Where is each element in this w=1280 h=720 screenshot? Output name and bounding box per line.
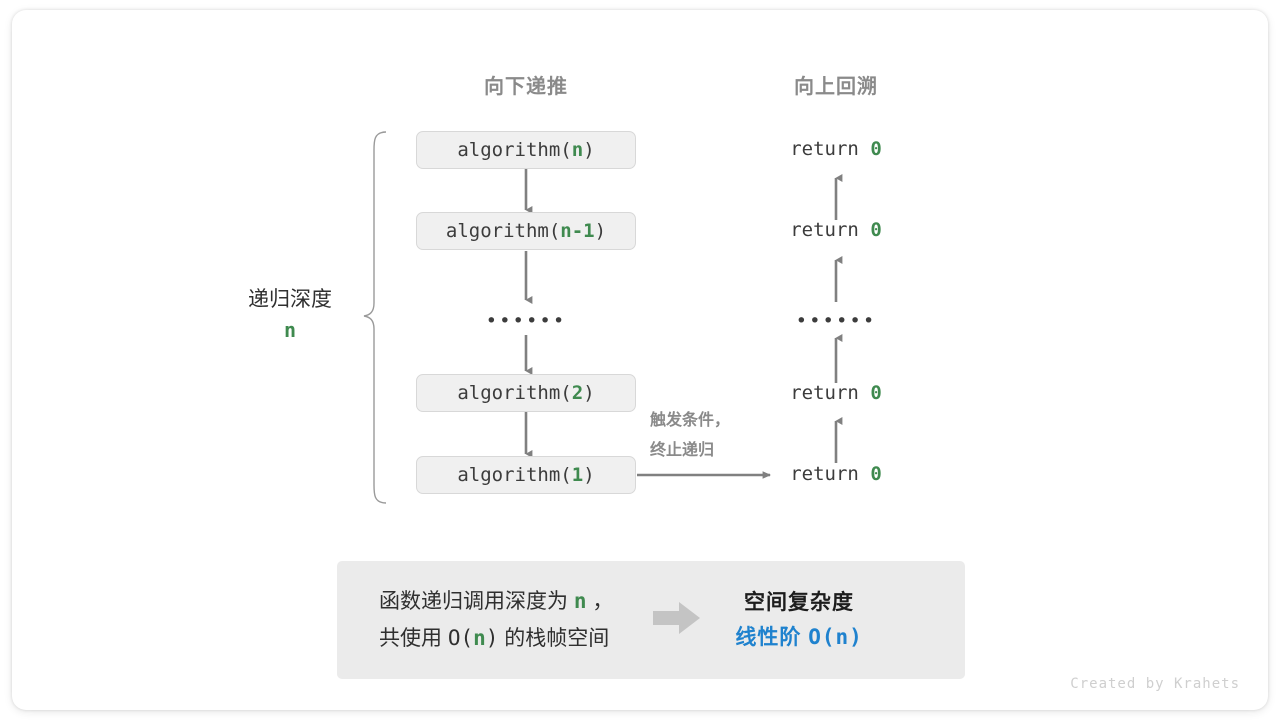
return-value: 0: [870, 463, 882, 485]
call-box-n[interactable]: algorithm(n): [416, 131, 636, 169]
complexity-value-zh: 线性阶: [735, 625, 809, 649]
return-keyword: return: [790, 382, 871, 404]
call-box-suffix: ): [583, 382, 595, 404]
complexity-result: 空间复杂度 线性阶 O(n): [735, 586, 862, 655]
summary-line2-text-a: 共使用: [379, 627, 448, 650]
recursion-depth-label: 递归深度 n: [210, 285, 370, 345]
recursion-depth-text: 递归深度: [248, 288, 332, 311]
complexity-summary-panel: 函数递归调用深度为 n ， 共使用 O(n) 的栈帧空间 空间复杂度 线性阶 O…: [337, 561, 965, 679]
return-value: 0: [870, 382, 882, 404]
return-ellipsis: ••••••: [795, 310, 877, 332]
return-label-4: return 0: [726, 463, 946, 485]
base-case-note: 触发条件， 终止递归: [650, 406, 730, 466]
column-header-descend: 向下递推: [484, 76, 568, 98]
call-stack-ellipsis: ••••••: [485, 310, 567, 332]
call-box-arg: 1: [571, 464, 584, 486]
recursion-depth-value: n: [283, 318, 297, 342]
call-box-prefix: algorithm(: [445, 220, 561, 242]
return-label-2: return 0: [726, 219, 946, 241]
right-block-arrow-icon: [653, 601, 701, 640]
call-box-suffix: ): [583, 464, 595, 486]
return-keyword: return: [790, 138, 871, 160]
call-box-arg: n: [571, 139, 584, 161]
summary-line1-text-b: ，: [586, 590, 614, 613]
return-value: 0: [870, 138, 882, 160]
summary-explanation: 函数递归调用深度为 n ， 共使用 O(n) 的栈帧空间: [379, 583, 613, 657]
call-box-suffix: ): [594, 220, 607, 242]
base-case-note-line1: 触发条件，: [650, 412, 731, 429]
summary-line2-o: O(: [447, 626, 474, 650]
summary-line2-paren: ): [485, 626, 499, 650]
call-box-prefix: algorithm(: [457, 464, 572, 486]
summary-line-1: 函数递归调用深度为 n ，: [379, 583, 613, 620]
complexity-value-notation: O(n): [808, 624, 863, 649]
call-box-prefix: algorithm(: [457, 139, 572, 161]
column-header-ascend: 向上回溯: [794, 76, 878, 98]
return-label-1: return 0: [726, 138, 946, 160]
return-label-3: return 0: [726, 382, 946, 404]
summary-line2-n: n: [473, 626, 486, 650]
return-value: 0: [870, 219, 882, 241]
return-keyword: return: [790, 463, 871, 485]
base-case-note-line2: 终止递归: [650, 442, 715, 459]
call-box-suffix: ): [583, 139, 595, 161]
call-box-1[interactable]: algorithm(1): [416, 456, 636, 494]
return-keyword: return: [790, 219, 871, 241]
summary-line-2: 共使用 O(n) 的栈帧空间: [379, 620, 613, 657]
summary-line1-n: n: [573, 589, 587, 613]
summary-line1-text-a: 函数递归调用深度为: [379, 590, 574, 613]
complexity-value: 线性阶 O(n): [735, 620, 862, 655]
diagram-card: 向下递推 向上回溯 递归深度 n algorithm(n) algorithm(…: [12, 10, 1268, 710]
call-box-arg: n-1: [560, 220, 595, 242]
call-box-arg: 2: [571, 382, 584, 404]
complexity-title: 空间复杂度: [744, 590, 855, 614]
call-box-2[interactable]: algorithm(2): [416, 374, 636, 412]
call-box-prefix: algorithm(: [457, 382, 572, 404]
summary-line2-text-b: 的栈帧空间: [498, 627, 610, 650]
call-box-n-minus-1[interactable]: algorithm(n-1): [416, 212, 636, 250]
credit-text: Created by Krahets: [1070, 676, 1240, 692]
